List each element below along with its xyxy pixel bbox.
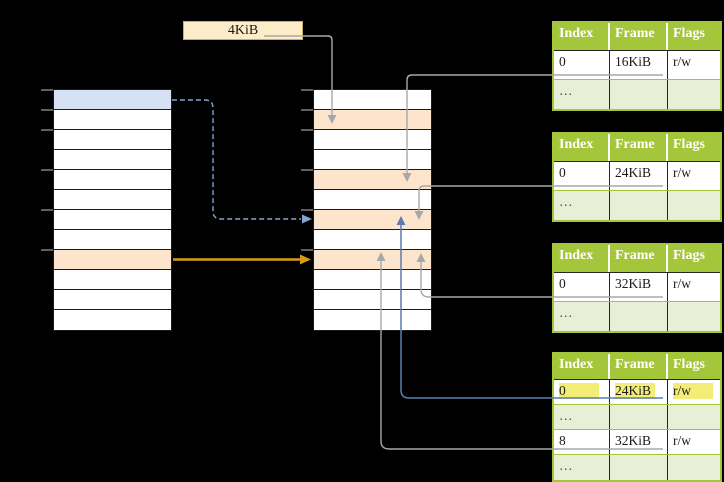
table-cell: r/w <box>673 165 691 180</box>
table-cell <box>610 405 668 429</box>
page-size-label: 4KiB <box>183 21 303 40</box>
header-cell: Index <box>554 245 610 272</box>
header-cell: Flags <box>673 357 705 372</box>
virtual-page-row <box>54 210 171 230</box>
physical-frame-row <box>314 250 431 270</box>
virtual-memory-table <box>53 89 172 331</box>
connector-virtual-page0-arrowhead-icon <box>302 214 312 224</box>
physical-frame-row <box>314 130 431 150</box>
table-cell: 32KiB <box>610 273 668 301</box>
table-cell <box>668 191 720 220</box>
highlighted-value: 24KiB <box>615 383 655 399</box>
physical-frame-row <box>314 170 431 190</box>
page-table-row: 0 24KiB r/w <box>554 380 720 405</box>
virtual-page-row <box>54 250 171 270</box>
page-table-row: … <box>554 455 720 480</box>
header-cell: Frame <box>610 245 668 272</box>
table-cell: r/w <box>673 276 691 291</box>
highlighted-value: 0 <box>559 383 599 399</box>
physical-frame-row <box>314 210 431 230</box>
physical-memory-table <box>313 89 432 331</box>
table-cell: r/w <box>668 380 720 404</box>
header-cell: Index <box>554 134 610 161</box>
virtual-page-row <box>54 130 171 150</box>
virtual-page-row <box>54 190 171 210</box>
physical-frame-row <box>314 310 431 330</box>
physical-frame-row <box>314 150 431 170</box>
header-cell: Flags <box>673 26 705 41</box>
table-cell <box>610 302 668 331</box>
virtual-page-row <box>54 290 171 310</box>
table-cell: 0 <box>554 380 610 404</box>
table-cell <box>668 80 720 109</box>
table-cell <box>610 191 668 220</box>
page-table-row: … <box>554 191 720 220</box>
table-cell: 24KiB <box>610 380 668 404</box>
header-cell: Frame <box>610 134 668 161</box>
virtual-page-row <box>54 110 171 130</box>
virtual-page-row <box>54 230 171 250</box>
physical-frame-row <box>314 290 431 310</box>
table-cell: 16KiB <box>610 51 668 79</box>
connector-virtual-page0-dashed-line <box>172 99 301 220</box>
table-cell <box>610 455 668 480</box>
header-cell: Flags <box>673 248 705 263</box>
virtual-page-row <box>54 150 171 170</box>
page-size-label-text: 4KiB <box>227 22 259 38</box>
physical-frame-row <box>314 190 431 210</box>
table-cell: … <box>554 405 610 429</box>
table-cell: 8 <box>554 430 610 454</box>
table-cell <box>668 302 720 331</box>
virtual-page-row <box>54 310 171 330</box>
table-cell: … <box>554 80 610 109</box>
physical-frame-row <box>314 90 431 110</box>
table-cell: r/w <box>673 433 691 448</box>
table-cell: … <box>554 455 610 480</box>
table-cell <box>668 405 720 429</box>
page-table-row: … <box>554 80 720 109</box>
table-cell: 0 <box>554 51 610 79</box>
header-cell: Flags <box>673 137 705 152</box>
page-table-row: … <box>554 302 720 331</box>
table-cell: … <box>554 191 610 220</box>
header-cell: Frame <box>610 23 668 50</box>
connector-virtual-page8-arrowhead-icon <box>300 254 311 265</box>
table-cell: 32KiB <box>610 430 668 454</box>
table-cell: r/w <box>673 54 691 69</box>
table-cell: 24KiB <box>610 162 668 190</box>
header-cell: Index <box>554 354 610 379</box>
physical-frame-row <box>314 230 431 250</box>
virtual-page-row <box>54 90 171 110</box>
highlighted-value: r/w <box>673 383 713 399</box>
table-cell <box>668 455 720 480</box>
physical-frame-row <box>314 110 431 130</box>
table-cell <box>610 80 668 109</box>
table-cell: 0 <box>554 273 610 301</box>
header-cell: Frame <box>610 354 668 379</box>
table-cell: … <box>554 302 610 331</box>
page-table-row: … <box>554 405 720 430</box>
virtual-page-row <box>54 270 171 290</box>
header-cell: Index <box>554 23 610 50</box>
table-cell: 0 <box>554 162 610 190</box>
virtual-page-row <box>54 170 171 190</box>
physical-frame-row <box>314 270 431 290</box>
